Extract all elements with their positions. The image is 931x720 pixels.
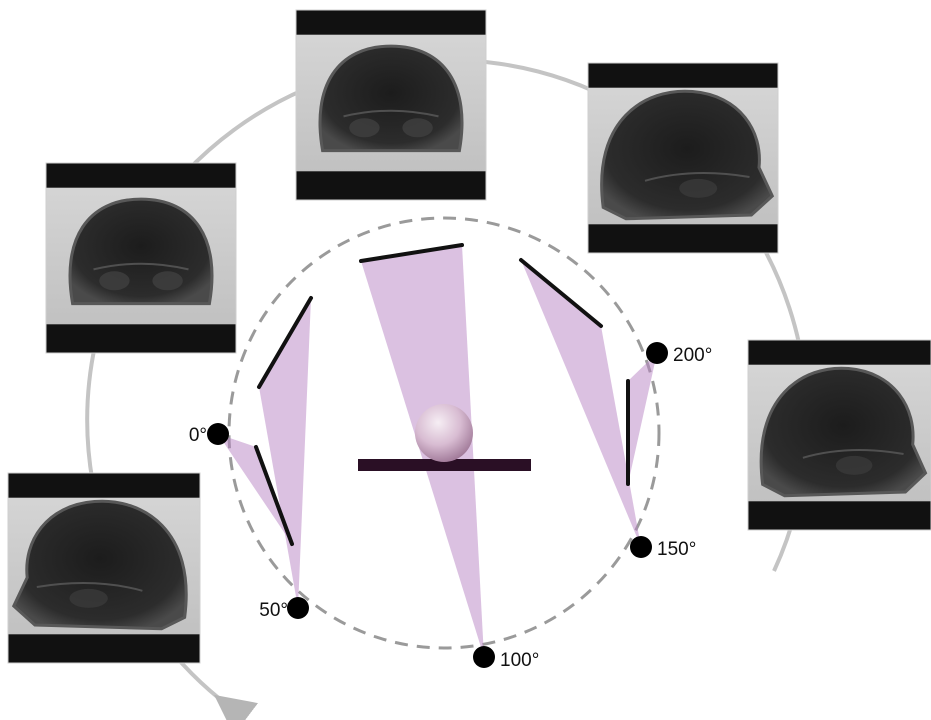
collimator-bar-bottom: [46, 324, 236, 353]
projection-image: [587, 62, 779, 254]
angle-label-100: 100°: [500, 650, 539, 671]
collimator-bar-top: [748, 340, 931, 365]
beam-50: [259, 298, 311, 608]
beam-200: [628, 353, 657, 484]
angle-label-0: 0°: [189, 425, 207, 446]
projection-image: [747, 339, 931, 531]
source-dot-0: [207, 423, 229, 445]
projection-image: [45, 162, 237, 354]
detector-150: [519, 258, 603, 328]
source-positions: 0° 50° 100° 150° 200°: [189, 342, 712, 671]
collimator-bar-bottom: [296, 171, 486, 200]
angle-label-50: 50°: [259, 600, 288, 621]
source-orbit: [227, 216, 661, 650]
patient-table: [358, 459, 531, 471]
phantom-sphere: [415, 404, 473, 462]
collimator-bar-top: [588, 63, 778, 88]
collimator-bar-top: [8, 473, 200, 498]
angle-label-150: 150°: [657, 539, 696, 560]
detector-50: [257, 296, 313, 389]
beam-0: [218, 434, 292, 544]
source-dot-100: [473, 646, 495, 668]
beam-150: [521, 260, 641, 547]
detector-100: [359, 243, 464, 263]
source-dot-50: [287, 597, 309, 619]
projection-images: [7, 9, 931, 664]
source-dot-200: [646, 342, 668, 364]
collimator-bar-top: [296, 10, 486, 35]
collimator-bar-bottom: [8, 634, 200, 663]
detector-panels: [254, 243, 630, 546]
collimator-bar-bottom: [588, 224, 778, 253]
projection-image: [7, 472, 201, 664]
collimator-bar-bottom: [748, 501, 931, 530]
angle-label-200: 200°: [673, 345, 712, 366]
collimator-bar-top: [46, 163, 236, 188]
detector-0: [254, 445, 294, 546]
source-dot-150: [630, 536, 652, 558]
projection-image: [295, 9, 487, 201]
